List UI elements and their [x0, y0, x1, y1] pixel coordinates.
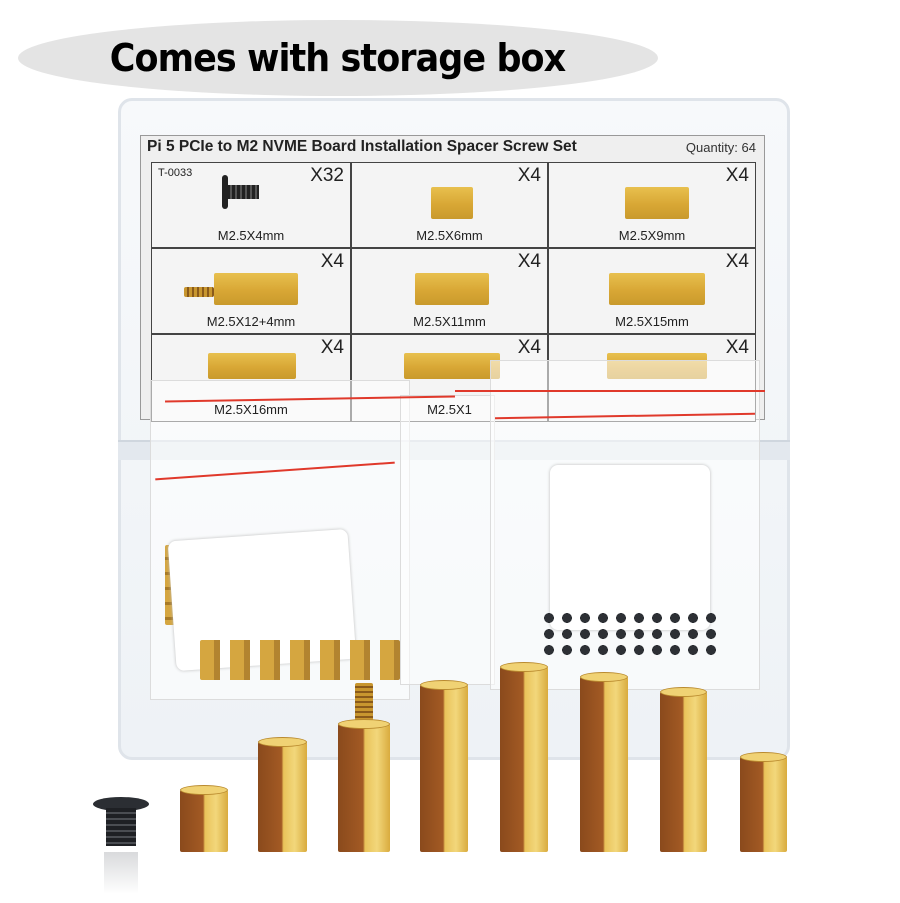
- spacer-image: [609, 273, 705, 305]
- bag: [400, 395, 495, 685]
- screw-head: [93, 797, 149, 811]
- spacer-image: [431, 187, 473, 219]
- spacer-image: [214, 273, 298, 305]
- spacer-11mm: [420, 680, 468, 852]
- part-count: X4: [320, 251, 344, 272]
- screws-pile: [540, 610, 720, 660]
- card-quantity: Quantity: 64: [685, 140, 756, 155]
- part-label: M2.5X12+4mm: [206, 314, 296, 329]
- spacers-pile: [200, 640, 400, 680]
- card-title: Pi 5 PCIe to M2 NVME Board Installation …: [147, 138, 577, 155]
- part-count: X4: [517, 337, 541, 358]
- banner: Comes with storage box: [18, 20, 658, 96]
- part-label: M2.5X11mm: [413, 314, 486, 329]
- screw-icon: [222, 175, 228, 209]
- spacer-15mm: [500, 662, 548, 852]
- banner-text: Comes with storage box: [110, 36, 566, 80]
- screw-shaft: [227, 185, 259, 199]
- part-label: M2.5X4mm: [217, 228, 285, 243]
- spacer-9mm: [258, 737, 307, 852]
- part-label: M2.5X9mm: [618, 228, 686, 243]
- part-label: M2.5X16mm: [214, 402, 288, 417]
- spacer-6mm: [180, 785, 228, 852]
- part-count: X4: [725, 251, 749, 272]
- bag-label: [550, 465, 710, 630]
- part-count: X4: [517, 165, 541, 186]
- spacer-image: [415, 273, 489, 305]
- spacer-17mm: [660, 687, 707, 852]
- part-label: M2.5X6mm: [416, 228, 483, 243]
- product-code: T-0033: [158, 167, 193, 179]
- standoff-12-4mm: [338, 719, 390, 852]
- part-count: X4: [517, 251, 541, 272]
- screw-reflection: [104, 852, 138, 894]
- part-count: X4: [725, 337, 749, 358]
- part-count: X4: [320, 337, 344, 358]
- screw-icon: [106, 808, 136, 846]
- part-label: M2.5X1: [427, 402, 472, 417]
- part-count: X32: [310, 165, 344, 186]
- standoff-thread: [355, 683, 373, 728]
- spacer-image: [404, 353, 500, 379]
- part-label: M2.5X15mm: [615, 314, 689, 329]
- spacer-image: [208, 353, 296, 379]
- standoff-thread: [184, 287, 214, 297]
- part-count: X4: [725, 165, 749, 186]
- spacer-18mm: [740, 752, 787, 852]
- spacer-image: [625, 187, 689, 219]
- spacer-16mm: [580, 672, 628, 852]
- bag-seal: [455, 390, 765, 392]
